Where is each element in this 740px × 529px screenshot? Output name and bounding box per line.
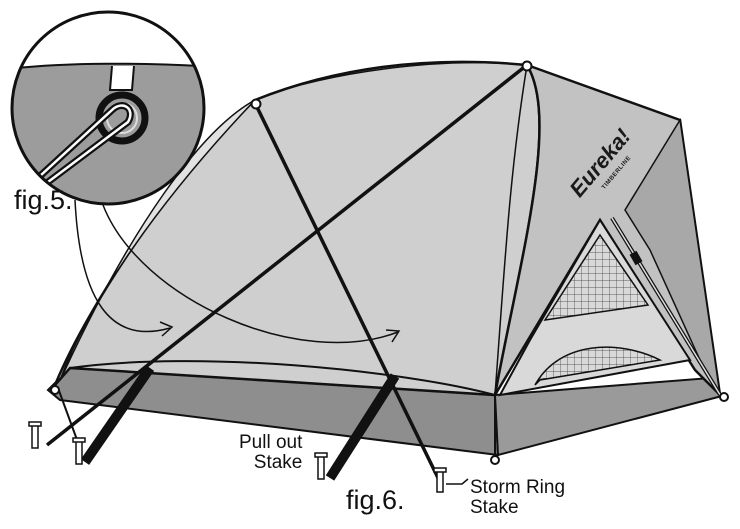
fig6-arrow-right [102,204,399,344]
storm-line1: Storm Ring [470,477,566,498]
pull-out-strap-right [325,373,400,481]
rainfly-side-panel [624,117,721,396]
guyline-ridge [45,63,529,447]
mesh-door [534,346,663,386]
stake-pull-out [314,452,328,480]
stake-left [28,421,42,449]
grommet-corner-right [490,455,500,465]
stake-storm-ring [433,467,447,493]
pull-out-strap-left [80,365,155,465]
guyline-storm [253,102,442,483]
pull-out-line1: Pull out [239,432,303,453]
grommet-corner-left [50,385,60,395]
ridge-seam [254,62,528,101]
grommet-far-right [719,392,729,402]
storm-ring-stake-label: Storm Ring Stake [470,478,565,518]
door-toggle [629,250,643,266]
pull-out-line2: Stake [253,451,303,473]
stake-pull-out-left [72,437,86,465]
fig6-arrow-left [74,199,171,333]
mesh-window [543,233,650,321]
fig5-label: fig.5. [14,185,73,215]
pull-out-stake-label: Pull out Stake [239,433,302,473]
fig6-label: fig.6. [346,485,405,515]
grommet-top [521,60,533,72]
storm-ring-leader [446,478,469,485]
grommet-left-peak [250,98,262,110]
fly-edge [69,360,496,396]
storm-line2: Stake [470,496,519,518]
